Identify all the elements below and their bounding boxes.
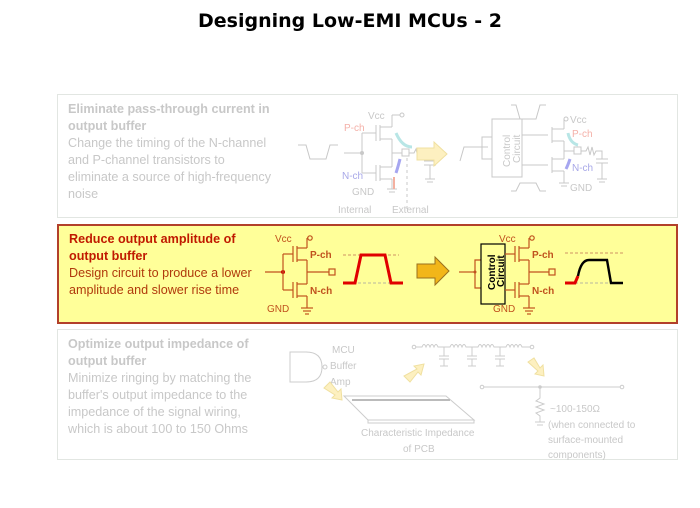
slow-output-waveform-start — [565, 275, 580, 285]
pass-through-before-diagram: Vcc P-ch N-ch GND Internal External — [298, 111, 436, 216]
panel-pass-through: Eliminate pass-through current in output… — [57, 94, 678, 218]
pch-label: P-ch — [310, 250, 332, 261]
fast-output-waveform — [343, 253, 403, 285]
nch-label: N-ch — [342, 171, 363, 182]
note-line2: surface-mounted — [548, 435, 623, 446]
amp-label: Amp — [330, 377, 351, 388]
panel-body: Minimize ringing by matching the buffer'… — [68, 371, 252, 436]
mcu-label: MCU — [332, 345, 355, 356]
control-label: Control — [502, 135, 513, 167]
arrow-to-termination-icon — [527, 357, 545, 377]
amplitude-before-diagram: Vcc P-ch N-ch GND — [265, 234, 403, 315]
panel-text: Optimize output impedance of output buff… — [68, 336, 273, 438]
panel-heading: Eliminate pass-through current in output… — [68, 102, 270, 133]
panel-heading: Optimize output impedance of output buff… — [68, 337, 249, 368]
gnd-label: GND — [493, 304, 515, 315]
termination-resistor — [534, 387, 546, 422]
panel-heading: Reduce output amplitude of output buffer — [69, 232, 236, 263]
pass-through-after-diagram: Control Circuit Vcc P-ch N-ch GND — [459, 104, 608, 194]
nch-label: N-ch — [310, 286, 332, 297]
right-arrow-icon — [416, 255, 450, 287]
gnd-label: GND — [267, 304, 289, 315]
vcc-label: Vcc — [570, 115, 587, 126]
buffer-amp-icon — [289, 351, 323, 383]
amplitude-after-diagram: Control Circuit Vcc P-ch N-ch GND — [459, 234, 623, 315]
pcb-label-line2: of PCB — [403, 444, 435, 455]
gnd-label: GND — [570, 183, 592, 194]
nch-label: N-ch — [532, 286, 554, 297]
transmission-line-model — [411, 344, 535, 367]
buffer-label: Buffer — [330, 361, 357, 372]
slide-title: Designing Low-EMI MCUs - 2 — [198, 10, 502, 32]
vcc-label: Vcc — [275, 234, 292, 245]
circuit-label: Circuit — [512, 134, 523, 163]
panel-text: Eliminate pass-through current in output… — [68, 101, 273, 203]
vcc-label: Vcc — [368, 111, 385, 122]
note-line3: components) — [548, 450, 606, 461]
input-waveform — [298, 144, 338, 160]
panel-body: Change the timing of the N-channel and P… — [68, 136, 272, 201]
circuit-label: Circuit — [496, 255, 507, 287]
panel-output-impedance: Optimize output impedance of output buff… — [57, 329, 678, 461]
external-label: External — [392, 205, 429, 216]
pch-label: P-ch — [344, 123, 365, 134]
input-waveform — [459, 146, 472, 162]
arrow-to-pcb-icon — [323, 381, 343, 401]
pch-label: P-ch — [572, 129, 593, 140]
internal-label: Internal — [338, 205, 371, 216]
nch-label: N-ch — [572, 163, 593, 174]
gnd-label: GND — [352, 187, 374, 198]
right-arrow-icon — [416, 140, 448, 168]
panel-output-amplitude: Reduce output amplitude of output buffer… — [57, 224, 678, 324]
control-label: Control — [487, 254, 498, 290]
impedance-value-label: ~100-150Ω — [550, 404, 601, 415]
panel-body: Design circuit to produce a lower amplit… — [69, 266, 252, 297]
note-line1: (when connected to — [548, 420, 636, 431]
vcc-label: Vcc — [499, 234, 516, 245]
impedance-diagram: MCU Buffer Amp Characteristic Impedance … — [289, 344, 636, 461]
slow-output-waveform — [576, 258, 623, 285]
arrow-to-line-icon — [403, 363, 425, 383]
panel-text: Reduce output amplitude of output buffer… — [69, 231, 274, 299]
pch-label: P-ch — [532, 250, 554, 261]
pcb-label-line1: Characteristic Impedance — [361, 428, 475, 439]
